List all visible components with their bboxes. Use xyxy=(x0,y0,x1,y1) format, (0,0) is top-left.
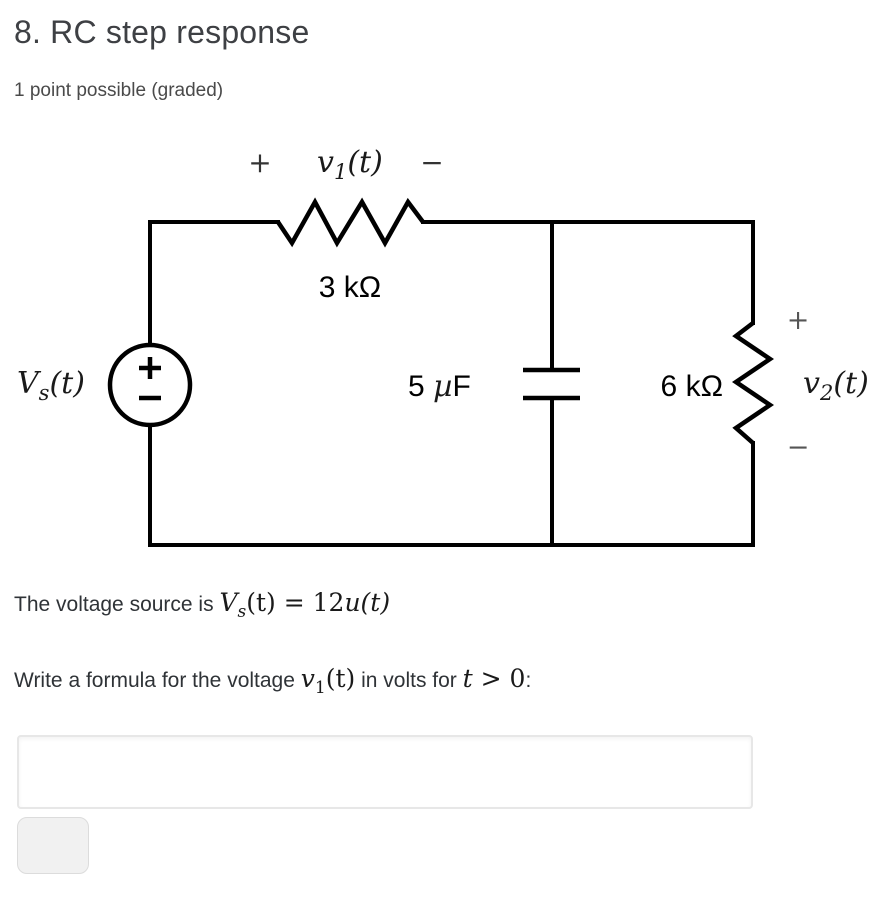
question-prompt: Write a formula for the voltage v1(t) in… xyxy=(14,664,532,697)
q-condition: > 0 xyxy=(472,664,526,693)
step-function: u(t) xyxy=(344,588,391,617)
resistor-3k-zigzag xyxy=(276,197,425,248)
question-text-mid: in volts for xyxy=(355,669,463,692)
v2-plus-sign: + xyxy=(787,305,810,336)
vs-var: V xyxy=(219,588,238,617)
points-possible-label: 1 point possible (graded) xyxy=(14,80,224,101)
v1-label: v1(t) xyxy=(317,145,383,184)
resistor-6k-label: 6 kΩ xyxy=(661,370,723,403)
q-v1-var: v xyxy=(300,664,315,693)
resistor-6k-zigzag xyxy=(731,321,775,445)
v1-minus-sign: − xyxy=(420,146,443,179)
source-label: Vs(t) xyxy=(17,366,85,405)
capacitor-label: 5 µF xyxy=(408,369,471,404)
check-button-stub[interactable] xyxy=(17,817,89,874)
q-v1-sub: 1 xyxy=(314,678,326,698)
v1-plus-sign: + xyxy=(248,146,271,179)
q-t-var: t xyxy=(462,664,473,693)
question-text-pre: Write a formula for the voltage xyxy=(14,669,301,692)
formula-answer-input[interactable] xyxy=(17,735,753,809)
statement-text: The voltage source is xyxy=(14,593,220,616)
amplitude-value: 12 xyxy=(312,588,345,617)
capacitor-plates xyxy=(523,367,580,401)
circuit-diagram: + v1(t) − 3 kΩ Vs(t) 5 µF 6 kΩ + v2(t) − xyxy=(17,145,869,547)
v2-minus-sign: − xyxy=(787,432,810,463)
source-statement: The voltage source is Vs(t) = 12u(t) xyxy=(14,588,391,621)
question-colon: : xyxy=(525,669,532,692)
vs-args: (t) xyxy=(246,588,276,617)
q-v1-args: (t) xyxy=(325,664,356,693)
resistor-3k-label: 3 kΩ xyxy=(319,271,381,304)
vs-sub: s xyxy=(237,602,247,622)
equals-sign: = xyxy=(275,588,313,617)
source-plus-sign xyxy=(139,357,161,379)
v2-label: v2(t) xyxy=(803,366,869,405)
page-title: 8. RC step response xyxy=(14,14,310,50)
